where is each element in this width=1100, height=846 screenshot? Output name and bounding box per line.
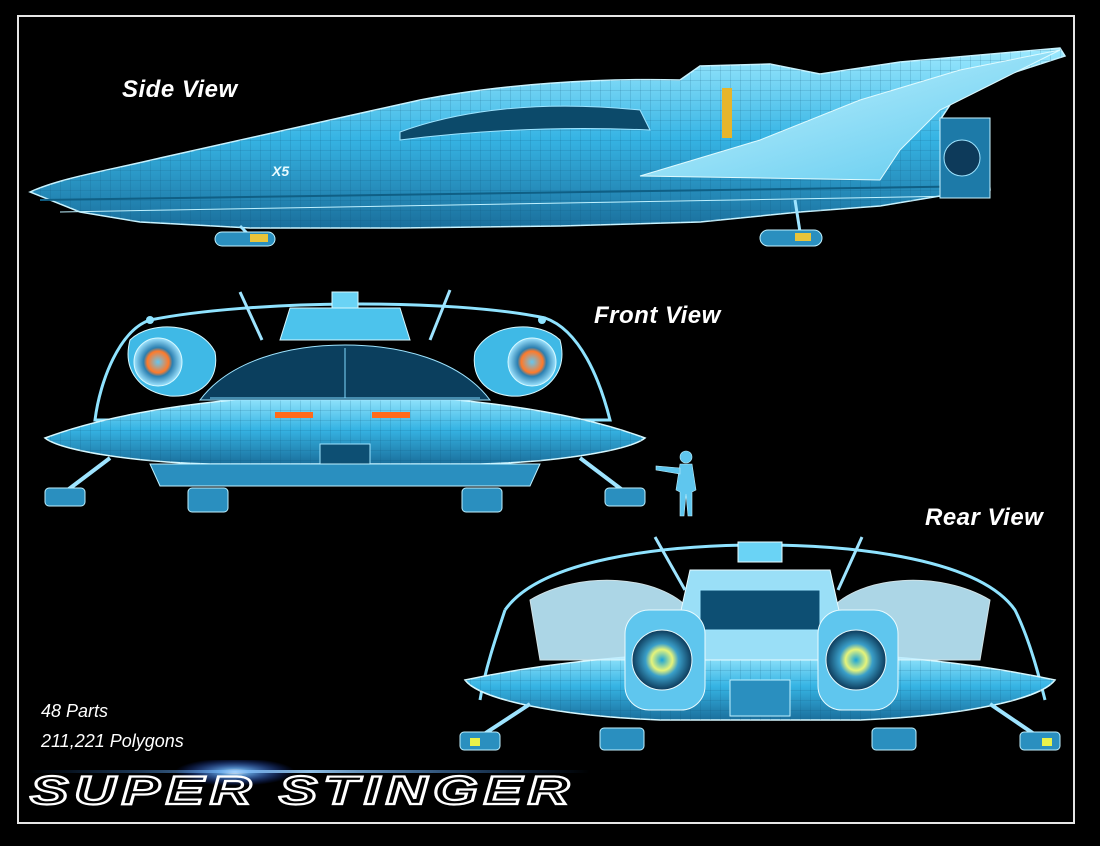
title-logo: SUPER STINGER: [29, 760, 590, 814]
front-view-ship: [43, 289, 647, 513]
side-view-ship: X5: [28, 47, 1067, 247]
side-view-label: Side View: [122, 76, 238, 103]
title-text: SUPER STINGER: [30, 769, 575, 813]
front-view-label: Front View: [594, 302, 721, 329]
image-frame: [17, 15, 1075, 824]
human-scale-figure: [655, 450, 697, 517]
rear-view-label: Rear View: [925, 504, 1044, 531]
polygon-count: 211,221 Polygons: [41, 731, 184, 751]
hull-marking: X5: [271, 163, 289, 179]
parts-count: 48 Parts: [41, 701, 109, 721]
rear-view-ship: [459, 536, 1061, 751]
